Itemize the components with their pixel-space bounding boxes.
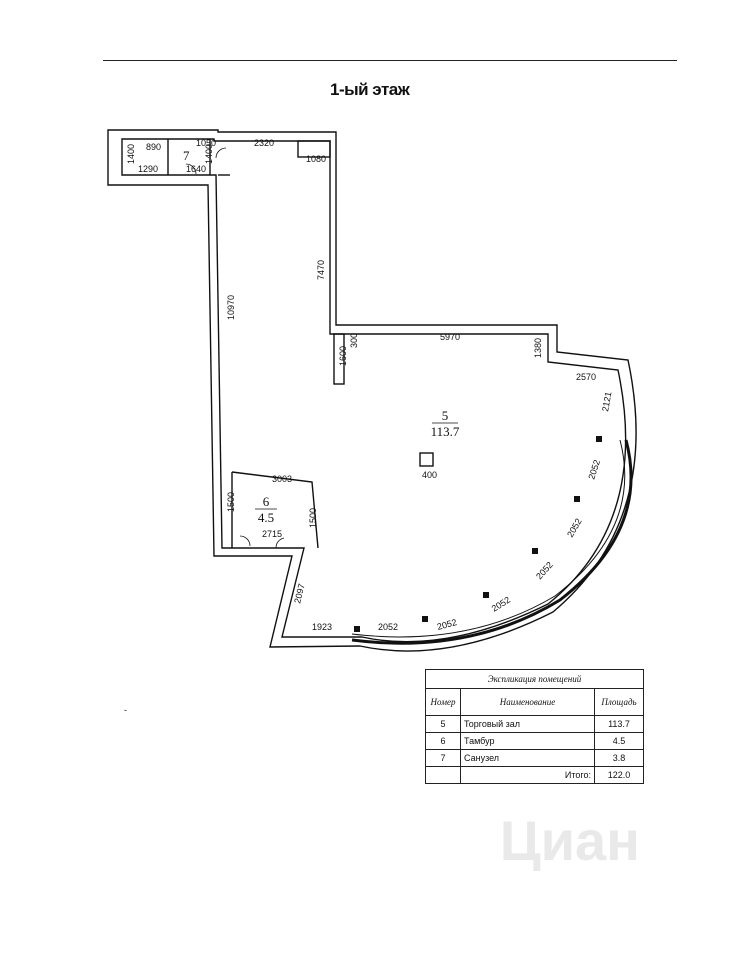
page-title: 1-ый этаж [330,80,410,99]
dim-label: 2715 [262,529,282,539]
room-7-number: 7 [183,148,190,163]
total-empty-cell [425,766,461,784]
table-total-row: Итого: 122.0 [425,766,644,784]
dim-label: 2052 [490,595,512,614]
dim-label: 2320 [254,138,274,148]
door-swings [185,147,285,549]
facade-columns [354,436,602,632]
dim-label: 890 [146,142,161,152]
row-number: 5 [425,715,461,733]
row-name: Торговый зал [460,715,595,733]
inner-wall [121,138,627,643]
facade-column [574,496,580,502]
dim-label: 1080 [306,154,326,164]
outer-wall [107,129,637,652]
door-swing-2 [215,147,227,159]
room-5-number: 5 [442,408,449,423]
header-area: Площадь [594,688,644,716]
top-rule [103,60,677,61]
dim-label: 3003 [272,474,292,484]
dim-label: 1050 [196,138,216,148]
dim-label: 7470 [316,260,326,280]
dim-label: 1640 [186,164,206,174]
dim-label: 2052 [436,617,458,632]
dim-label: 1600 [338,346,348,366]
dim-label: 2052 [586,458,602,480]
table-caption: Экспликация помещений [425,669,644,689]
dim-label: 2052 [378,622,398,632]
table-row: 6 Тамбур 4.5 [425,732,644,750]
table-row: 5 Торговый зал 113.7 [425,715,644,733]
dim-label: 2097 [292,583,307,605]
header-number: Номер [425,688,461,716]
door-swing-4 [275,537,285,549]
table-row: 7 Санузел 3.8 [425,749,644,767]
room-6-area: 4.5 [258,510,274,525]
pier [333,333,345,385]
dim-label: 1380 [533,338,543,358]
room-schedule-table: Экспликация помещений Номер Наименование… [425,669,644,784]
row-area: 3.8 [594,749,644,767]
facade-column [483,592,489,598]
facade-column [596,436,602,442]
dim-label: 5970 [440,332,460,342]
dim-label: 1400 [126,144,136,164]
total-value: 122.0 [594,766,644,784]
dim-label: 1500 [308,508,318,528]
row-number: 7 [425,749,461,767]
plan-walls [107,129,637,652]
dim-label: 1500 [226,492,236,512]
vestibule-wall [231,471,319,549]
dim-label: 300 [349,333,359,348]
dim-label: 400 [422,470,437,480]
dim-label: 1290 [138,164,158,174]
door-swing-3 [239,535,251,547]
column-400 [419,452,434,467]
total-label: Итого: [460,766,595,784]
row-area: 4.5 [594,732,644,750]
dim-label: 1400 [204,144,214,164]
dimension-labels: 890 1050 2320 1400 1400 1290 1640 1080 7… [126,138,613,632]
dim-label: 2052 [534,560,555,582]
row-number: 6 [425,732,461,750]
stray-dash: - [124,705,127,715]
glass-facade [351,439,633,645]
facade-column [354,626,360,632]
dim-label: 1923 [312,622,332,632]
dim-label: 2121 [600,391,613,412]
dim-label: 2052 [565,517,584,539]
table-caption-row: Экспликация помещений [425,669,644,689]
glass-facade-inner [351,439,626,638]
room-6-number: 6 [263,494,270,509]
room-5-area: 113.7 [431,424,460,439]
dim-label: 2570 [576,372,596,382]
row-area: 113.7 [594,715,644,733]
watermark-text: Циан [500,809,640,872]
door-swing-1 [185,163,197,175]
header-name: Наименование [460,688,595,716]
facade-column [532,548,538,554]
dim-label: 10970 [226,295,236,320]
row-name: Санузел [460,749,595,767]
table-header-row: Номер Наименование Площадь [425,688,644,716]
facade-column [422,616,428,622]
row-name: Тамбур [460,732,595,750]
column-notch [297,140,331,158]
